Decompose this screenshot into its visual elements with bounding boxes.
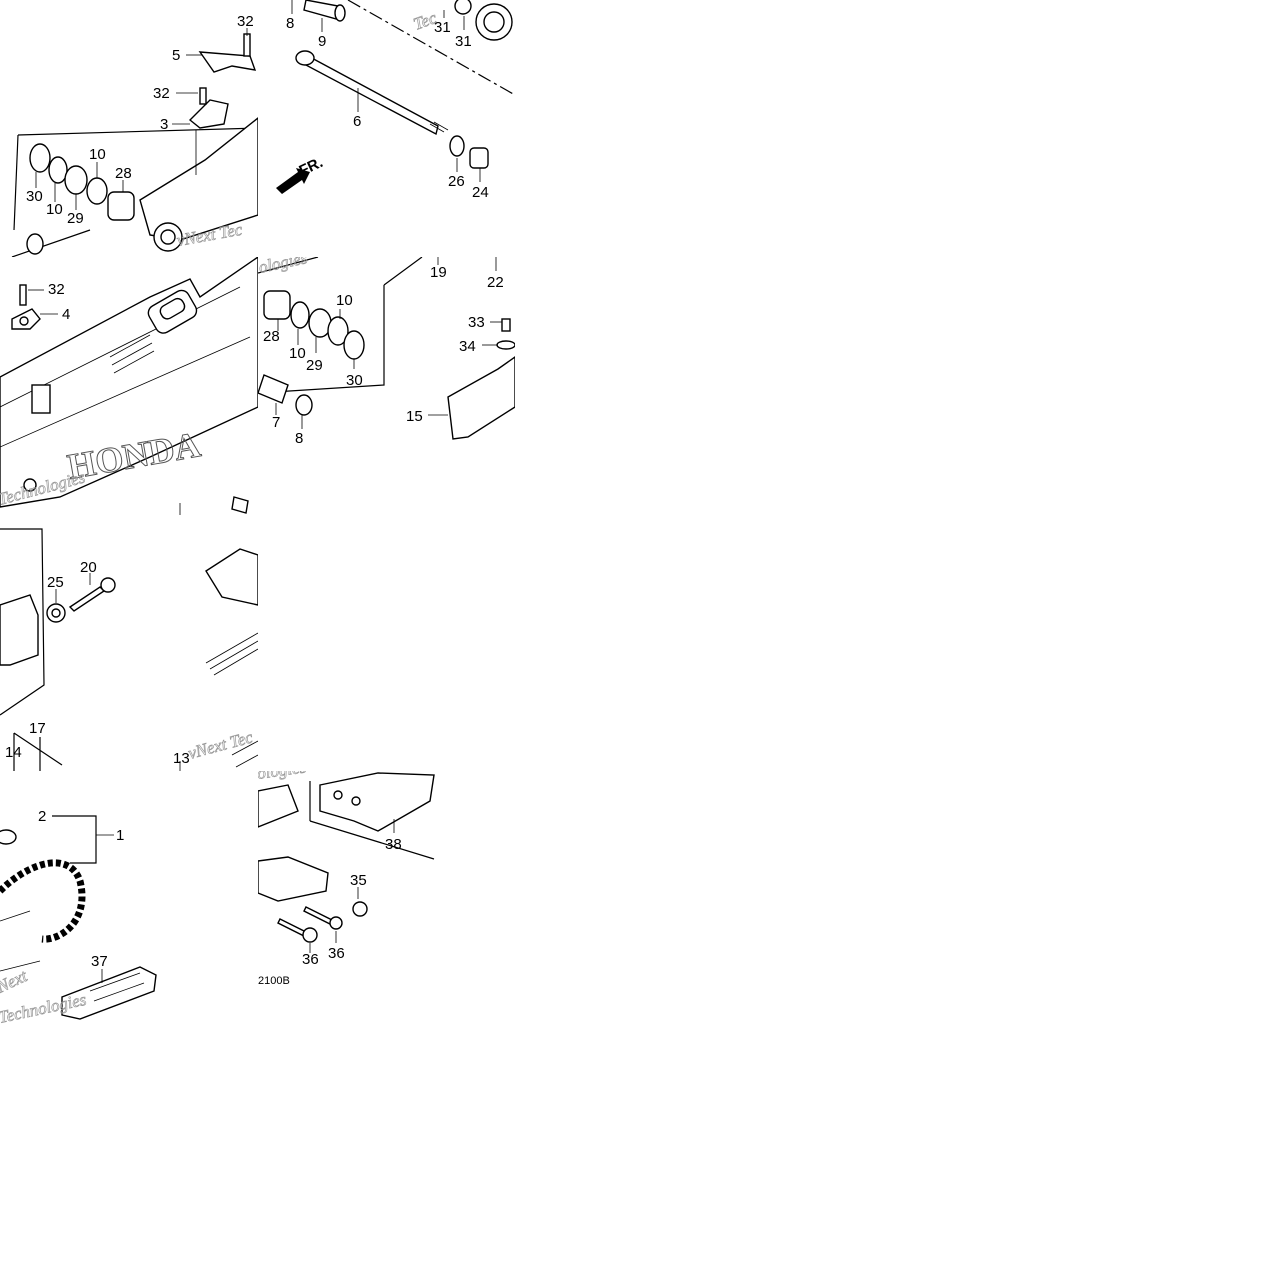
- direction-label: FR.: [297, 154, 326, 180]
- callout-3: 3: [160, 116, 168, 133]
- callout-8-top: 8: [286, 15, 294, 32]
- callout-32-top: 32: [237, 13, 254, 30]
- callout-2: 2: [38, 808, 46, 825]
- swingarm-main-body: [0, 257, 258, 508]
- callout-10-a: 10: [336, 292, 353, 309]
- watermark-text: Technologies: [0, 990, 88, 1027]
- callout-10-a: 10: [89, 146, 106, 163]
- chain-guard-38: [319, 772, 435, 832]
- callout-14: 14: [5, 744, 22, 761]
- callout-36-a: 36: [302, 951, 319, 968]
- callout-9: 9: [318, 33, 326, 50]
- bearing-29-icon: [64, 165, 88, 195]
- callout-8: 8: [295, 430, 303, 447]
- bushing-28-icon: [263, 290, 291, 320]
- diagram-tile-swingarm-pivot: 32 5 32 3 10 28 30 10 29 vNext Tec: [0, 0, 258, 257]
- callout-19: 19: [430, 264, 447, 281]
- bolt-35-icon: [352, 901, 368, 917]
- callout-30: 30: [346, 372, 363, 389]
- callout-28: 28: [115, 165, 132, 182]
- clamp-3: [188, 99, 229, 129]
- callout-7: 7: [272, 414, 280, 431]
- drive-chain-icon: [0, 859, 86, 943]
- washer-26-icon: [449, 135, 465, 157]
- slider-piece: [258, 856, 329, 902]
- tile-a-drawing: 32 5 32 3 10 28 30 10 29 vNext Tec: [11, 13, 258, 257]
- chain-guide-37: [61, 966, 157, 1020]
- callout-29: 29: [67, 210, 84, 227]
- rear-axle-block: [0, 594, 39, 666]
- callout-37: 37: [91, 953, 108, 970]
- callout-20: 20: [80, 559, 97, 576]
- adjuster-bolt-20: [68, 586, 106, 612]
- diagram-tile-bearings-slider: 19 22 10 28 10 29 30 33 34 7 8 15 ologie…: [258, 257, 515, 515]
- callout-13: 13: [173, 750, 190, 767]
- callout-31-a: 31: [434, 19, 451, 36]
- bushing-28-icon: [107, 191, 135, 221]
- callout-6: 6: [353, 113, 361, 130]
- callout-34: 34: [459, 338, 476, 355]
- diagram-tile-drive-chain: 2 1 37 Next Technologies: [0, 771, 164, 1029]
- watermark-text: Next: [0, 966, 31, 997]
- callout-24: 24: [472, 184, 489, 201]
- callout-10-b: 10: [46, 201, 63, 218]
- callout-22: 22: [487, 274, 504, 291]
- tile-d-drawing: 19 22 10 28 10 29 30 33 34 7 8 15 ologie…: [258, 257, 515, 447]
- watermark-text: ologies: [258, 257, 309, 277]
- bolt-32-icon: [19, 284, 27, 306]
- tile-b-drawing: FR. 8 9 31 31 6 26 24 Tec: [276, 0, 515, 201]
- watermark-text: vNext Tec: [186, 727, 255, 763]
- chain-slider-15: [447, 356, 515, 440]
- seal-30-icon: [29, 143, 51, 173]
- callout-28: 28: [263, 328, 280, 345]
- callout-31-b: 31: [455, 33, 472, 50]
- collar-9: [303, 0, 341, 21]
- callout-33: 33: [468, 314, 485, 331]
- swingarm-front-part: [139, 117, 258, 241]
- callout-29: 29: [306, 357, 323, 374]
- callout-1: 1: [116, 827, 124, 844]
- tile-g-drawing: 2 1 37 Next Technologies: [0, 808, 157, 1027]
- callout-4: 4: [62, 306, 70, 323]
- nut-24-icon: [469, 147, 489, 169]
- callout-26: 26: [448, 173, 465, 190]
- front-direction-arrow-icon: [276, 168, 310, 194]
- callout-32: 32: [48, 281, 65, 298]
- callout-30: 30: [26, 188, 43, 205]
- callout-32-mid: 32: [153, 85, 170, 102]
- callout-36-b: 36: [328, 945, 345, 962]
- seal-30-icon: [343, 330, 365, 360]
- drawing-code: 2100B: [258, 975, 290, 987]
- diagram-tile-slider-bolts: 38 35 36 36 2100B ologies: [258, 771, 436, 989]
- callout-17: 17: [29, 720, 46, 737]
- diagram-tile-swingarm-body: HONDA 32 4 Technologies: [0, 257, 258, 515]
- callout-35: 35: [350, 872, 367, 889]
- tile-c-drawing: HONDA 32 4 Technologies: [0, 257, 258, 515]
- washer-8-icon: [295, 394, 313, 416]
- diagram-tile-adjuster-bolts: 25 20 17 14 13 vNext Tec: [0, 515, 258, 771]
- bolt-32-icon: [243, 33, 251, 57]
- callout-10-b: 10: [289, 345, 306, 362]
- diagram-tile-pivot-shaft: FR. 8 9 31 31 6 26 24 Tec: [258, 0, 515, 257]
- callout-5: 5: [172, 47, 180, 64]
- collar-7: [258, 374, 289, 404]
- bracket-5: [198, 51, 257, 73]
- callout-25: 25: [47, 574, 64, 591]
- callout-15: 15: [406, 408, 423, 425]
- tile-e-drawing: 25 20 17 14 13 vNext Tec: [0, 528, 258, 771]
- tile-h-drawing: 38 35 36 36 2100B ologies: [258, 771, 435, 987]
- pivot-shaft-6: [303, 55, 439, 136]
- watermark-text: ologies: [258, 771, 308, 783]
- washer-10-icon: [48, 156, 68, 184]
- callout-38: 38: [385, 836, 402, 853]
